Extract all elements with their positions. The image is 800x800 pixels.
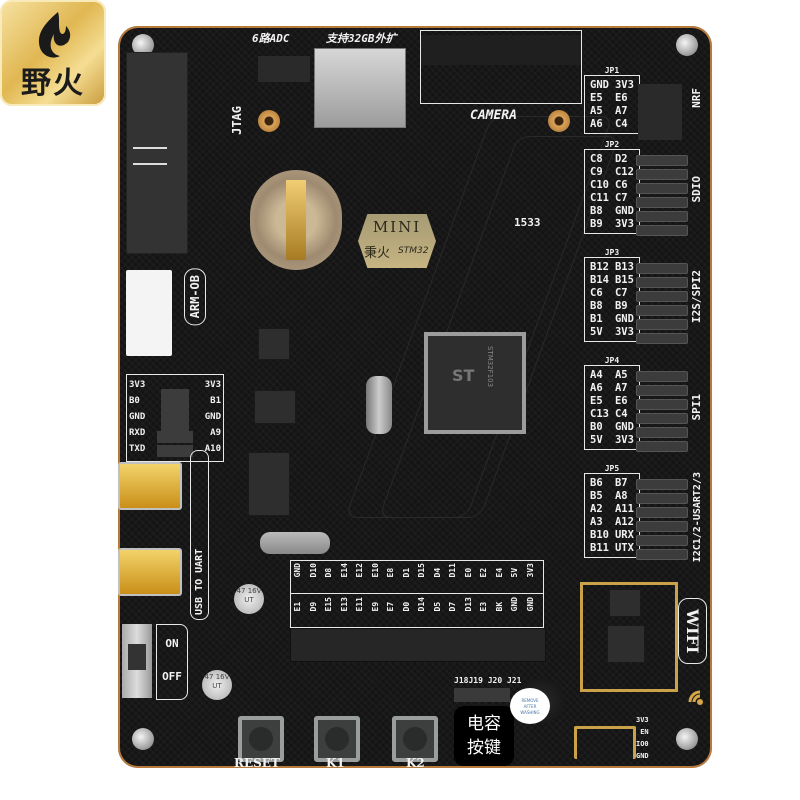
usb-uart-label: USB TO UART (194, 548, 205, 615)
pcb-board: JTAG ARM-OB 6路ADC 支持32GB外扩 CAMERA MINI 秉… (118, 26, 712, 770)
wifi-icon (688, 690, 703, 705)
i2c-usart-label: I2C1/2-USART2/3 (692, 472, 703, 563)
i2s-spi2-label: I2S/SPI2 (690, 270, 703, 323)
jtag-key-notch (133, 147, 167, 165)
adc-header[interactable] (258, 56, 310, 82)
jumper-caps[interactable] (454, 688, 510, 702)
switch-on-label: ON (165, 637, 179, 650)
nrf-label: NRF (690, 88, 703, 108)
k1-label: K1 (326, 756, 345, 770)
switch-slider[interactable] (128, 644, 146, 670)
u3-chip (254, 390, 296, 424)
ch340-chip (248, 452, 290, 516)
jumper-cap[interactable] (157, 431, 193, 443)
brass-standoff (548, 110, 570, 132)
crystal-y1 (366, 376, 392, 434)
sd-card-slot[interactable] (314, 48, 406, 128)
spi1-jumpers[interactable] (636, 368, 688, 455)
usart-jumpers[interactable] (636, 476, 688, 563)
pcb-antenna (574, 726, 636, 759)
esp8266-chip (607, 625, 645, 663)
arm-ob-label: ARM-OB (184, 268, 206, 326)
spi2-jumpers[interactable] (636, 260, 688, 347)
switch-off-label: OFF (162, 670, 182, 683)
capacitive-touch-pad[interactable]: 电容按键 (454, 706, 514, 766)
power-switch[interactable] (122, 624, 152, 698)
flame-icon (38, 12, 71, 58)
coin-cell-holder (250, 170, 342, 270)
sd-label: 支持32GB外扩 (326, 32, 397, 45)
usb-uart-port[interactable] (118, 462, 182, 510)
jtag-connector[interactable] (126, 52, 188, 254)
u1-chip (258, 328, 290, 360)
crystal-y3 (260, 532, 330, 554)
mini-badge: MINI 秉火 STM32 (358, 214, 436, 268)
battery-clip (286, 180, 306, 260)
capacitor-c56: 47 16V UT (202, 670, 232, 700)
adc-label: 6路ADC (252, 32, 290, 45)
st-logo: ST (452, 366, 475, 385)
pcb-code: 1533 (514, 216, 541, 229)
flash-chip (609, 589, 641, 617)
reset-label: RESET (234, 756, 280, 770)
brand-logo: 野火 (0, 0, 106, 106)
logo-text: 野火 (21, 66, 85, 101)
capacitor-c3: 47 16V UT (234, 584, 264, 614)
brass-standoff (258, 110, 280, 132)
mounting-screw (132, 728, 154, 750)
k1-button[interactable] (314, 716, 360, 762)
usb-device-port[interactable] (118, 548, 182, 596)
reset-button[interactable] (238, 716, 284, 762)
camera-label: CAMERA (470, 108, 517, 123)
wifi-label: WIFI (678, 598, 707, 665)
arm-ob-connector[interactable] (126, 270, 172, 356)
jumper-cap[interactable] (157, 445, 193, 457)
k2-button[interactable] (392, 716, 438, 762)
mounting-screw (676, 34, 698, 56)
nrf-header[interactable] (638, 84, 682, 140)
camera-header[interactable] (421, 35, 581, 65)
jumper-cap[interactable] (161, 389, 189, 433)
k2-label: K2 (406, 756, 425, 770)
spi1-label: SPI1 (690, 394, 703, 421)
sdio-label: SDIO (690, 176, 703, 203)
mounting-screw (132, 34, 154, 56)
wifi-module (580, 582, 678, 692)
stm32-mcu: STM32F103 ST (424, 332, 526, 434)
camera-header-frame (420, 30, 582, 104)
jtag-label: JTAG (230, 106, 244, 135)
bottom-gpio-header[interactable] (290, 628, 546, 662)
mounting-screw (676, 728, 698, 750)
sdio-jumpers[interactable] (636, 152, 688, 239)
jumper-labels: J18J19 J20 J21 (454, 676, 522, 685)
